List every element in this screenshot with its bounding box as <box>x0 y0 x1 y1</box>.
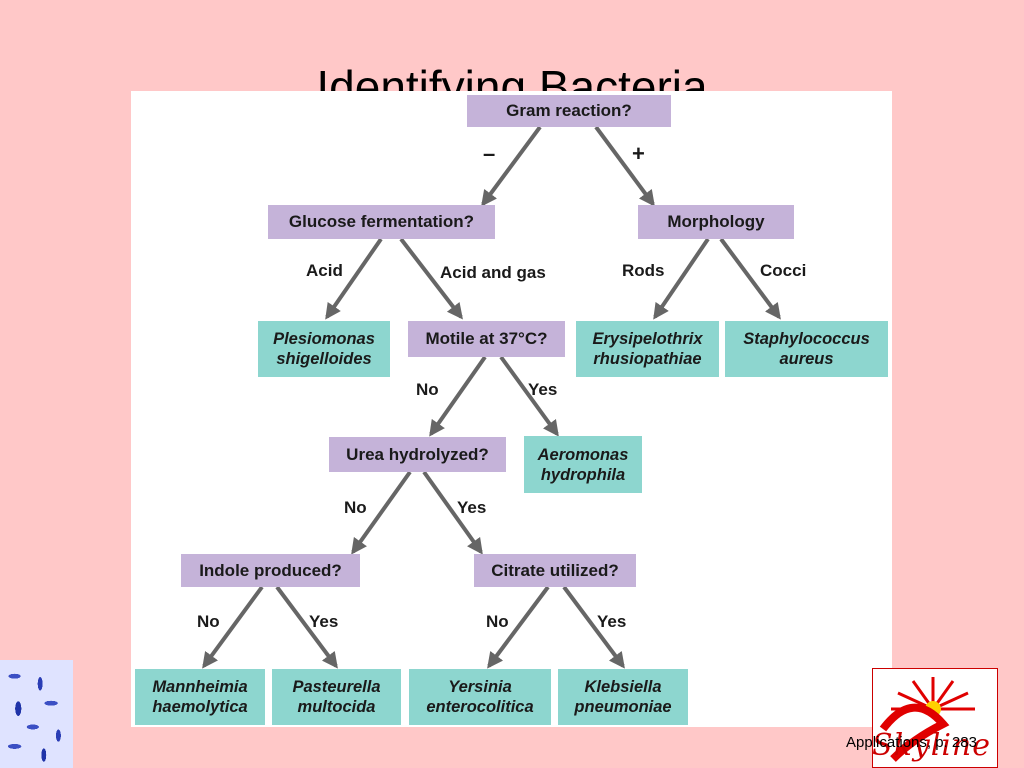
arrow-motile-yes <box>499 355 559 437</box>
bacteria-micrograph-image <box>0 660 73 768</box>
result-genus: Pasteurella <box>292 678 381 696</box>
arrow-rods <box>653 237 710 320</box>
branch-label-acid: Acid <box>306 261 343 280</box>
page-reference: Applications, p. 283 <box>846 734 977 751</box>
node-pasteurella: Pasteurella multocida <box>272 669 401 725</box>
result-genus: Plesiomonas <box>273 330 375 348</box>
arrow-gram-neg <box>481 125 542 207</box>
node-urea-hydrolyzed: Urea hydrolyzed? <box>329 437 506 472</box>
result-species: enterocolitica <box>426 698 534 716</box>
arrow-citrate-no <box>487 585 550 669</box>
result-species: rhusiopathiae <box>593 350 702 368</box>
arrow-indole-no <box>202 585 264 669</box>
result-species: aureus <box>779 350 834 368</box>
node-morphology: Morphology <box>638 205 794 239</box>
branch-label-cocci: Cocci <box>760 261 807 280</box>
branch-label-indole-no: No <box>197 612 220 631</box>
node-glucose-fermentation: Glucose fermentation? <box>268 205 495 239</box>
skyline-logo: Skyline <box>872 668 998 768</box>
arrow-citrate-yes <box>562 585 625 669</box>
node-erysipelothrix: Erysipelothrix rhusiopathiae <box>576 321 719 377</box>
arrow-motile-no <box>429 355 487 437</box>
node-staphylococcus: Staphylococcus aureus <box>725 321 888 377</box>
branch-label-rods: Rods <box>622 261 665 280</box>
branch-label-motile-no: No <box>416 380 439 399</box>
node-gram-reaction: Gram reaction? <box>467 95 671 127</box>
node-citrate-utilized: Citrate utilized? <box>474 554 636 587</box>
result-genus: Erysipelothrix <box>592 330 703 348</box>
flowchart-panel: Gram reaction? Glucose fermentation? Mor… <box>131 91 892 727</box>
node-klebsiella: Klebsiella pneumoniae <box>558 669 688 725</box>
branch-label-motile-yes: Yes <box>528 380 558 399</box>
arrow-cocci <box>719 237 781 320</box>
result-genus: Yersinia <box>448 678 512 696</box>
sunburst-icon <box>879 677 975 762</box>
branch-label-gram-negative: – <box>483 141 496 166</box>
branch-label-urea-no: No <box>344 498 367 517</box>
arrow-acid-gas <box>399 237 463 320</box>
result-species: hydrophila <box>540 465 626 484</box>
node-mannheimia: Mannheimia haemolytica <box>135 669 265 725</box>
result-genus: Aeromonas <box>537 445 629 464</box>
node-motile: Motile at 37°C? <box>408 321 565 357</box>
result-species: pneumoniae <box>574 698 672 716</box>
branch-label-citrate-yes: Yes <box>597 612 627 631</box>
branch-label-acid-and-gas: Acid and gas <box>440 263 546 282</box>
result-species: multocida <box>297 698 376 716</box>
node-yersinia: Yersinia enterocolitica <box>409 669 551 725</box>
arrow-gram-pos <box>594 125 655 207</box>
result-genus: Klebsiella <box>584 678 662 696</box>
branch-label-citrate-no: No <box>486 612 509 631</box>
result-species: shigelloides <box>276 350 372 368</box>
arrow-urea-yes <box>422 470 483 555</box>
branch-label-urea-yes: Yes <box>457 498 487 517</box>
branch-label-gram-positive: + <box>632 141 645 166</box>
arrow-acid <box>325 237 383 320</box>
branch-label-indole-yes: Yes <box>309 612 339 631</box>
node-indole-produced: Indole produced? <box>181 554 360 587</box>
node-plesiomonas: Plesiomonas shigelloides <box>258 321 390 377</box>
arrow-indole-yes <box>275 585 338 669</box>
flowchart-arrows <box>202 125 781 669</box>
result-genus: Staphylococcus <box>743 330 870 348</box>
result-genus: Mannheimia <box>152 678 248 696</box>
arrow-urea-no <box>351 470 412 555</box>
logo-wordmark: Skyline <box>872 728 991 763</box>
result-species: haemolytica <box>152 698 248 716</box>
